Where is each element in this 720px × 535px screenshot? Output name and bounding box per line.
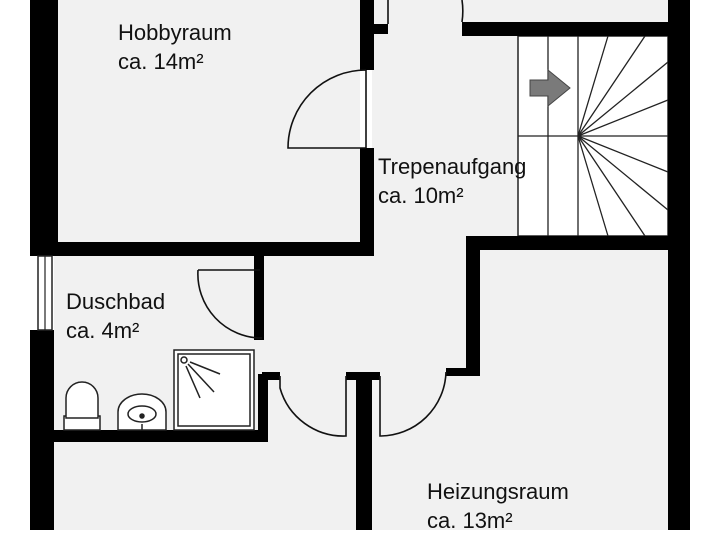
left-window [37,255,53,331]
hobbyraum-wall-bottom [30,242,374,256]
hobbyraum-floor [58,0,360,244]
room-label-hobbyraum: Hobbyraum ca. 14m² [118,18,232,76]
lower-left-door [279,376,347,437]
heizungsraum-wall-left [466,236,480,376]
top-door [387,0,464,24]
room-label-heizungsraum: Heizungsraum ca. 13m² [427,477,569,535]
hallway-top-wall-right [462,22,668,36]
stair-step [577,99,669,137]
arrow-right-icon [529,68,571,108]
sink-icon [117,393,167,431]
door-jamb [346,372,380,380]
stair-step [577,35,609,137]
room-name: Hobbyraum [118,20,232,45]
toilet-icon [63,381,101,431]
stair-step [577,61,669,137]
hobbyraum-wall-right-lower [360,148,374,256]
lower-left-floor [54,442,356,530]
duschbad-wall-right [254,256,264,340]
hobbyraum-wall-right-upper [360,0,374,70]
stair-step [577,35,646,137]
stair-step [577,135,646,237]
room-area: ca. 10m² [378,183,464,208]
duschbad-wall-bottom [54,430,268,442]
hallway-top-wall-left [372,24,388,34]
bathroom-fixtures [63,349,255,431]
heizungsraum-floor [380,250,668,530]
room-name: Trepenaufgang [378,154,527,179]
outer-wall-left-upper [30,0,58,244]
outer-wall-right [668,0,690,530]
duschbad-door [197,269,263,339]
outer-wall-left-lower [30,442,54,530]
room-label-treppenaufgang: Trepenaufgang ca. 10m² [378,152,526,210]
stair-step [577,135,669,173]
walls [30,0,690,530]
staircase [517,35,669,237]
door-jamb [262,372,280,380]
hobbyraum-door [287,69,367,149]
heizungsraum-wall-top [446,368,480,376]
room-area: ca. 13m² [427,508,513,533]
room-name: Heizungsraum [427,479,569,504]
middle-wall [356,372,372,530]
room-area: ca. 14m² [118,49,204,74]
room-area: ca. 4m² [66,318,140,343]
room-name: Duschbad [66,289,166,314]
doors [197,0,464,437]
outer-wall-left-mid [30,330,54,442]
stair-step [577,135,669,211]
room-label-duschbad: Duschbad ca. 4m² [66,287,165,345]
heizungsraum-door [379,371,447,437]
stair-step [577,135,609,237]
duschbad-wall-right-lower [258,374,268,442]
stair-bottom-wall [466,236,668,250]
shower-icon [173,349,255,431]
